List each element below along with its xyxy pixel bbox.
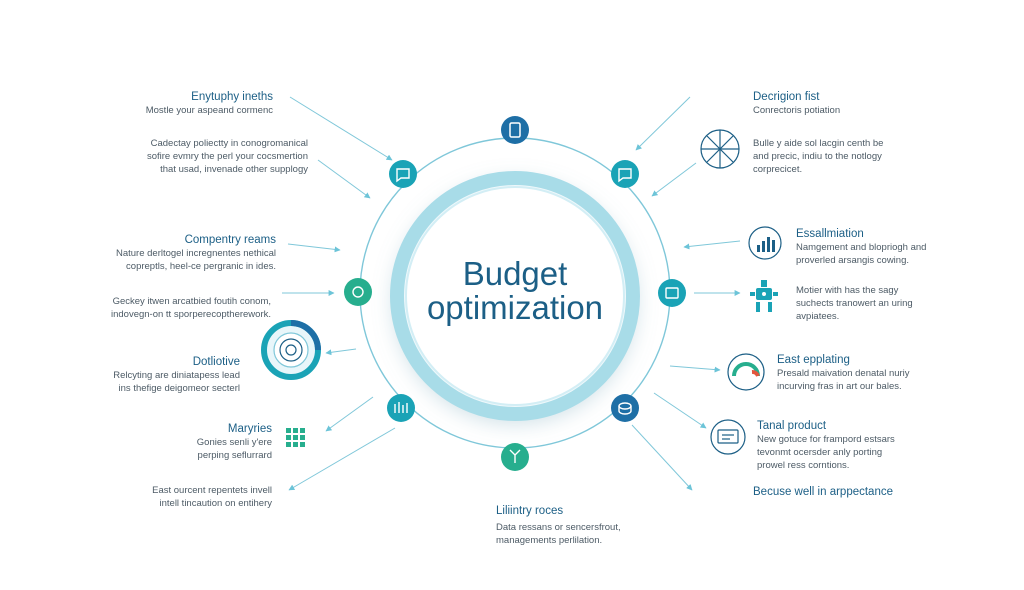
center-title-line2: optimization	[426, 289, 604, 326]
right-block-5: East epplating Presald maivation denatal…	[777, 353, 910, 393]
right-block-6: Tanal product New gotuce for frampord es…	[757, 419, 895, 472]
left-block-3: Compentry reams Nature derltogel incregn…	[116, 233, 276, 273]
chat-bubble-icon	[618, 168, 632, 183]
right-block-4-desc-2: suchects tranowert an uring	[796, 298, 913, 309]
right-block-4: Motier with has the sagy suchects tranow…	[796, 284, 913, 323]
right-block-6-desc-1: New gotuce for frampord estsars	[757, 434, 895, 445]
gauge-icon	[727, 353, 765, 391]
screen-chat-icon	[710, 419, 746, 455]
right-block-3-title: Essallmiation	[796, 228, 864, 240]
network-wheel-icon	[700, 129, 740, 169]
center-ring-inner	[405, 186, 625, 406]
building-icon	[394, 402, 408, 413]
tablet-icon	[509, 122, 521, 138]
left-block-5: Dotliotive Relcyting are diniatapess lea…	[113, 355, 240, 395]
right-block-5-title: East epplating	[777, 354, 850, 366]
left-block-4-desc-2: indovegn-on tt sporperecoptherework.	[110, 309, 271, 320]
right-block-1: Decrigion fist Conrectoris potiation	[753, 90, 840, 117]
right-footer-title: Becuse well in arppectance	[753, 486, 893, 498]
orbit-node-left[interactable]	[344, 278, 372, 306]
target-ring-icon	[261, 320, 321, 380]
right-block-4-desc-1: Motier with has the sagy	[796, 285, 899, 296]
right-block-2-desc-2: and precic, indiu to the notlogy	[753, 151, 882, 162]
left-block-7-desc-1: East ourcent repentets invell	[152, 485, 272, 496]
right-block-4-desc-3: avpiatees.	[796, 311, 840, 322]
right-block-2-desc-3: corprecicet.	[753, 164, 803, 175]
bar-chart-icon	[748, 226, 782, 260]
right-block-5-desc-2: incurving fras in art our bales.	[777, 381, 902, 392]
bottom-block: Liliintry roces Data ressans or sencersf…	[496, 504, 621, 547]
left-block-3-title: Compentry reams	[184, 234, 276, 246]
left-block-4: Geckey itwen arcatbied foutih conom, ind…	[111, 295, 271, 321]
left-block-1-title: Enytuphy ineths	[191, 91, 273, 103]
left-block-5-desc-1: Relcyting are diniatapess lead	[113, 370, 240, 381]
orbit-node-top[interactable]	[501, 116, 529, 144]
left-block-6-desc-1: Gonies senli y'ere	[196, 437, 272, 448]
bottom-block-desc-2: managements perlilation.	[496, 535, 603, 546]
right-block-6-desc-3: prowel ress corntions.	[757, 460, 850, 471]
bottom-block-title: Liliintry roces	[496, 505, 564, 517]
document-icon	[352, 286, 364, 298]
right-block-2-desc-1: Bulle y aide sol lacgin centh be	[753, 138, 884, 149]
right-block-3-desc-1: Namgement and blopriogh and	[796, 242, 927, 253]
robot-icon	[750, 280, 778, 312]
left-block-6-desc-2: perping seflurrard	[197, 450, 272, 461]
bottom-block-desc-1: Data ressans or sencersfrout,	[496, 522, 621, 533]
orbit-node-bottom[interactable]	[501, 443, 529, 471]
left-block-2-desc-3: that usad, invenade other supplogy	[160, 164, 308, 175]
right-footer-block: Becuse well in arppectance	[753, 485, 893, 499]
left-block-3-desc-1: Nature derltogel incregnentes nethical	[115, 248, 276, 259]
right-block-3-desc-2: proverled arsangis cowing.	[796, 255, 910, 266]
left-block-5-title: Dotliotive	[192, 356, 240, 368]
left-block-2-desc-2: sofire evmry the perl your cocsmertion	[146, 151, 308, 162]
left-arrows	[282, 96, 396, 491]
center-title-line1: Budget	[462, 255, 568, 292]
left-block-3-desc-2: copreptls, heel-ce pergranic in ides.	[126, 261, 276, 272]
chat-bubble-icon	[396, 168, 410, 183]
left-block-6-title: Maryries	[227, 423, 272, 435]
ledger-icon	[665, 287, 679, 299]
right-block-2: Bulle y aide sol lacgin centh be and pre…	[753, 137, 883, 176]
grid-icon	[286, 428, 305, 447]
right-block-3: Essallmiation Namgement and blopriogh an…	[796, 227, 926, 267]
left-block-2: Cadectay poliectty in conogromanical sof…	[147, 137, 308, 176]
left-block-7: East ourcent repentets invell intell tin…	[152, 484, 272, 510]
branch-icon	[509, 449, 521, 463]
left-block-1-desc-1: Mostle your aspeand cormenc	[145, 105, 273, 116]
orbit-node-right[interactable]	[658, 279, 686, 307]
left-block-1: Enytuphy ineths Mostle your aspeand corm…	[146, 90, 273, 117]
orbit-node-upper-right[interactable]	[611, 160, 639, 188]
right-arrows	[631, 96, 741, 491]
left-block-6: Maryries Gonies senli y'ere perping sefl…	[197, 422, 272, 462]
left-block-7-desc-2: intell tincaution on entihery	[159, 498, 273, 509]
orbit-node-lower-right[interactable]	[611, 394, 639, 422]
right-block-5-desc-1: Presald maivation denatal nuriy	[777, 368, 910, 379]
right-block-6-title: Tanal product	[757, 420, 827, 432]
left-block-5-desc-2: ins thefige deigomeor secterl	[118, 383, 240, 394]
center-ring-outer	[390, 171, 640, 421]
orbit-node-lower-left[interactable]	[387, 394, 415, 422]
right-block-1-desc-1: Conrectoris potiation	[753, 105, 841, 116]
right-block-1-title: Decrigion fist	[753, 91, 820, 103]
left-block-4-desc-1: Geckey itwen arcatbied foutih conom,	[112, 296, 271, 307]
left-block-2-desc-1: Cadectay poliectty in conogromanical	[150, 138, 308, 149]
orbit-node-upper-left[interactable]	[389, 160, 417, 188]
right-block-6-desc-2: tevonmt ocersder anly porting	[757, 447, 883, 458]
